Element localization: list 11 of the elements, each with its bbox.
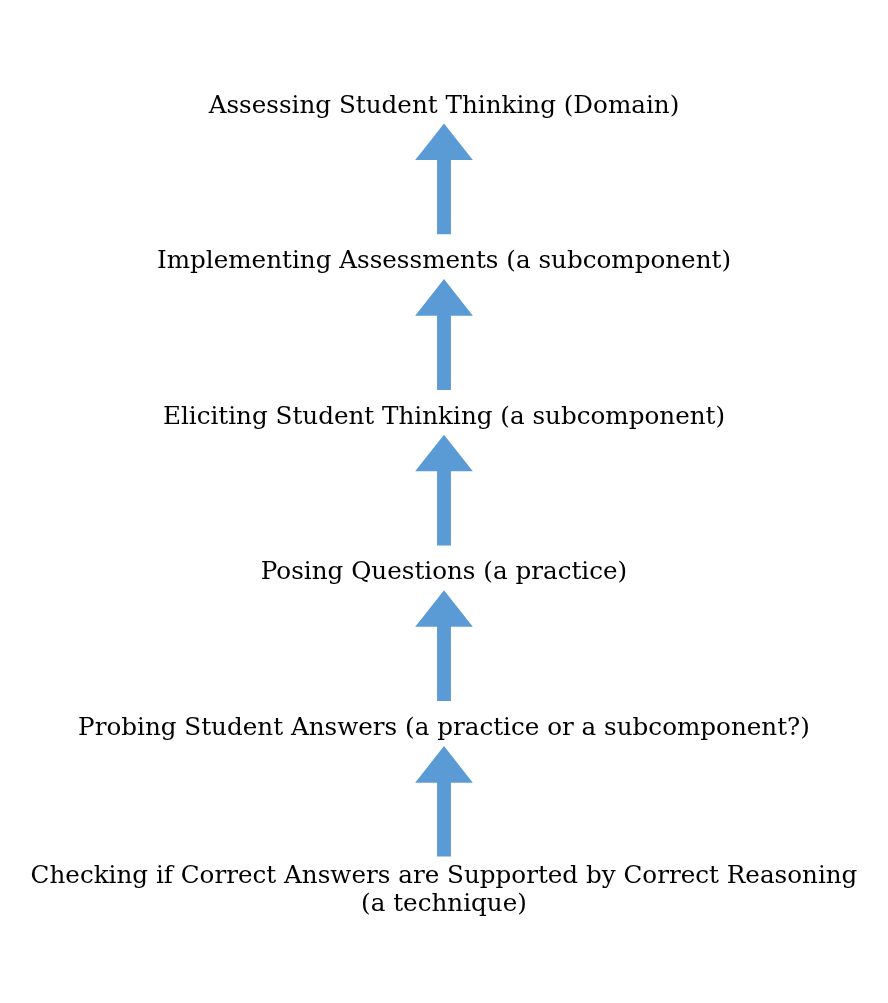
node-text: Probing Student Answers (a practice or a subcomponent?) <box>78 711 810 741</box>
node-text: Implementing Assessments (a subcomponent) <box>156 244 732 274</box>
node-text: Posing Questions (a practice) <box>260 555 628 585</box>
node-text: Assessing Student Thinking (Domain) <box>208 89 680 119</box>
arrow <box>415 278 473 390</box>
arrow <box>415 434 473 546</box>
arrow <box>415 589 473 701</box>
node-text: Eliciting Student Thinking (a subcomponent) <box>162 400 726 430</box>
arrow <box>415 745 473 857</box>
node-text: Checking if Correct Answers are Supported by Correct Reasoning (a technique) <box>30 859 858 917</box>
arrow <box>415 123 473 234</box>
